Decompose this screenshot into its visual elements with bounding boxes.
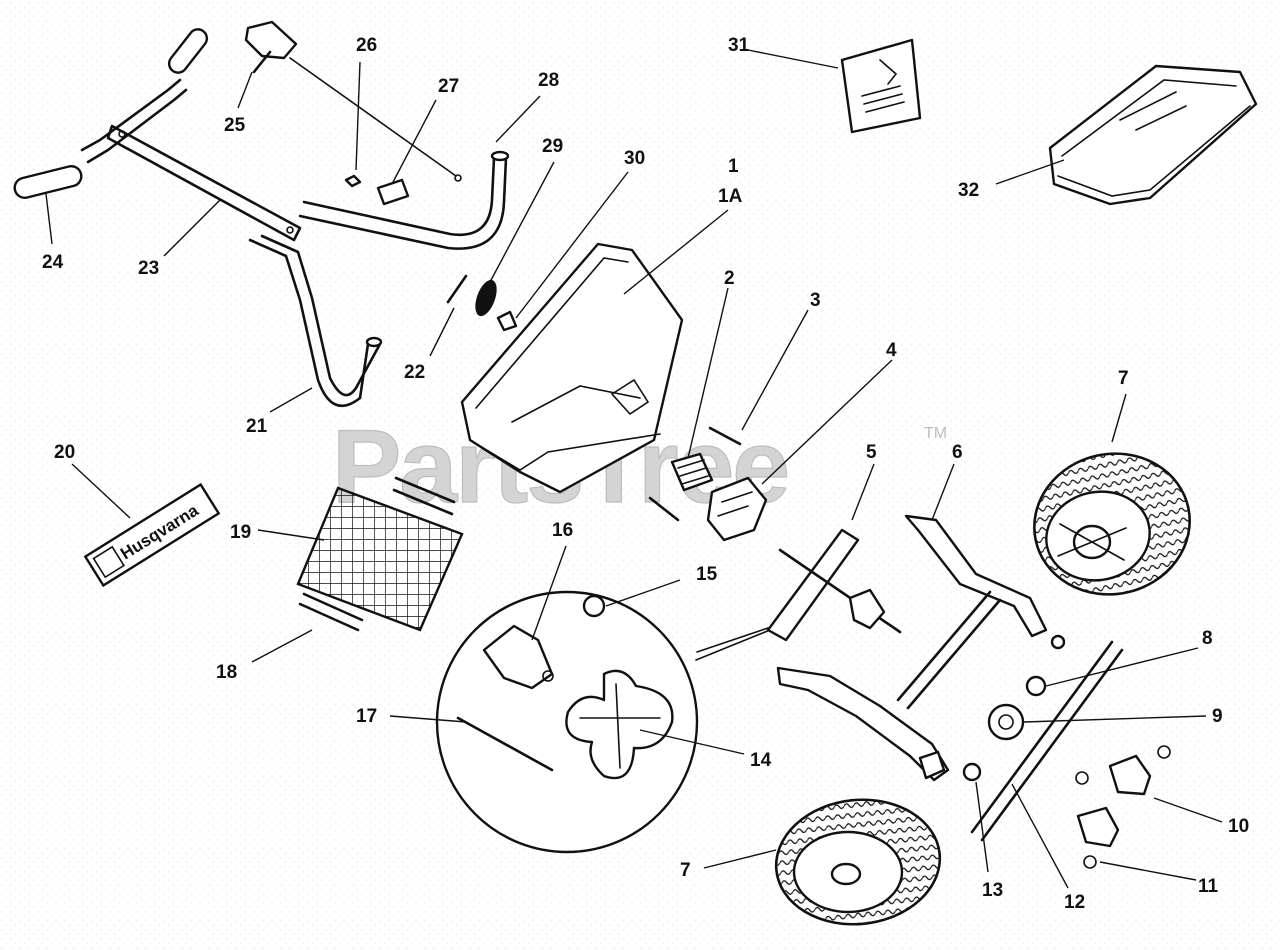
part-7-wheel-top	[1033, 452, 1191, 596]
part-30-nut	[496, 310, 518, 332]
label-29: 29	[542, 136, 563, 157]
part-24-handle-grips	[13, 28, 209, 200]
label-19: 19	[230, 522, 251, 543]
part-8-washer-upper	[1050, 634, 1066, 650]
part-14-impeller	[565, 669, 674, 780]
label-11: 11	[1198, 876, 1219, 897]
label-7-top: 7	[1118, 368, 1129, 389]
part-8-washer	[1025, 675, 1047, 697]
label-1: 1	[728, 156, 739, 177]
part-10-clamp	[1075, 745, 1171, 848]
label-23: 23	[138, 258, 159, 279]
part-3-pin	[708, 426, 742, 446]
label-18: 18	[216, 662, 237, 683]
part-26-clip	[344, 174, 362, 188]
label-14: 14	[750, 750, 772, 771]
part-28-right-handle	[298, 150, 510, 250]
part-31-hardware-bag	[840, 38, 922, 134]
part-9-bearing	[987, 703, 1025, 741]
label-30: 30	[624, 148, 645, 169]
label-6: 6	[952, 442, 963, 463]
label-8: 8	[1202, 628, 1213, 649]
watermark-trademark: TM	[924, 425, 947, 442]
part-12-axle-edge	[980, 648, 1124, 842]
label-24: 24	[42, 252, 64, 273]
part-23-upper-handle	[80, 78, 302, 242]
label-1a: 1A	[718, 186, 743, 207]
part-21-lower-handle	[248, 234, 383, 408]
label-16: 16	[552, 520, 573, 541]
part-4-gearbox	[648, 476, 768, 542]
part-27-bracket	[376, 178, 410, 206]
label-2: 2	[724, 268, 735, 289]
label-32: 32	[958, 180, 979, 201]
leader-lines	[45, 49, 1223, 889]
part-29-gasket	[475, 279, 497, 317]
label-3: 3	[810, 290, 821, 311]
callout-labels: 24 23 25 26 27 28 29 30 1 1A 22 21 20 19…	[42, 35, 1249, 913]
part-5-spinner-shaft	[766, 528, 902, 642]
label-28: 28	[538, 70, 559, 91]
label-25: 25	[224, 115, 246, 136]
part-19-screen	[296, 486, 464, 632]
part-12-axle	[970, 640, 1114, 834]
label-5: 5	[866, 442, 877, 463]
part-18-bar	[298, 476, 456, 632]
label-17: 17	[356, 706, 377, 727]
label-27: 27	[438, 76, 459, 97]
part-22-pin	[446, 274, 468, 304]
label-20: 20	[54, 442, 75, 463]
label-12: 12	[1064, 892, 1085, 913]
part-32-cover	[1048, 64, 1258, 206]
part-16-shutoff-plate	[482, 624, 554, 690]
part-2-agitator	[670, 452, 714, 492]
label-31: 31	[728, 35, 750, 56]
label-26: 26	[356, 35, 377, 56]
label-21: 21	[246, 416, 268, 437]
part-11-nut	[1083, 855, 1097, 869]
part-13-nut	[962, 762, 982, 782]
label-10: 10	[1228, 816, 1249, 837]
label-4: 4	[886, 340, 897, 361]
part-17-rod	[456, 716, 554, 772]
part-15-bushing	[582, 594, 606, 618]
label-9: 9	[1212, 706, 1223, 727]
label-7-bottom: 7	[680, 860, 691, 881]
part-6-frame	[776, 514, 1048, 782]
label-15: 15	[696, 564, 718, 585]
part-1-hopper	[460, 242, 684, 494]
part-7-wheel-bottom	[774, 798, 942, 926]
part-25-control-cable	[244, 20, 462, 182]
label-13: 13	[982, 880, 1003, 901]
label-22: 22	[404, 362, 425, 383]
